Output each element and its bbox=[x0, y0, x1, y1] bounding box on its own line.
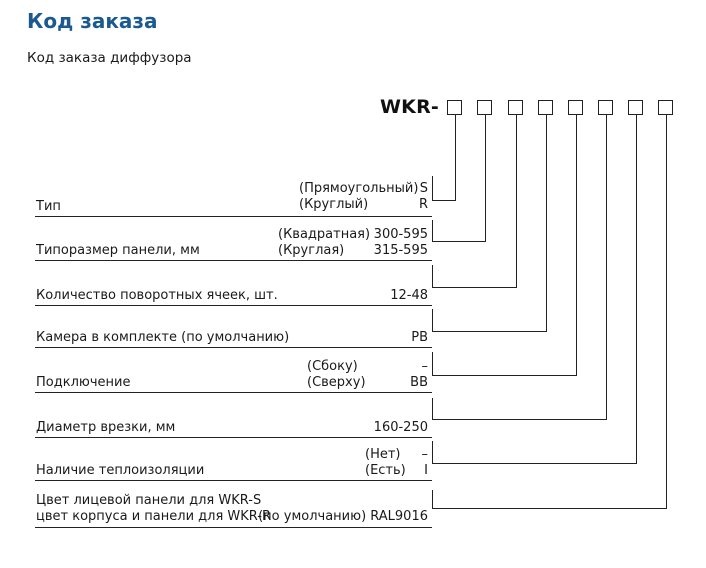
row-label-color-line1: Цвет лицевой панели для WKR-S bbox=[36, 493, 262, 508]
connector-color bbox=[432, 115, 667, 509]
row-label-chamber: Камера в комплекте (по умолчанию) bbox=[36, 330, 290, 345]
row-label-type: Тип bbox=[36, 199, 61, 214]
option-name: (Сверху) bbox=[307, 375, 366, 390]
option-code: S bbox=[419, 181, 428, 196]
row-value-color: (по умолчанию) RAL9016 bbox=[258, 509, 428, 524]
row-value-diameter: 160-250 bbox=[373, 420, 428, 435]
row-label-color-line2: цвет корпуса и панели для WKR-R bbox=[36, 509, 272, 524]
row-value-chamber: PB bbox=[411, 330, 428, 345]
option-code: BB bbox=[410, 375, 428, 390]
code-box-cells bbox=[508, 100, 523, 115]
code-box-type bbox=[447, 100, 462, 115]
code-box-color bbox=[658, 100, 673, 115]
option-name: (Круглый) bbox=[299, 197, 369, 212]
connector-connection bbox=[432, 115, 577, 376]
row-label-cells: Количество поворотных ячеек, шт. bbox=[36, 288, 278, 303]
option-name: (Нет) bbox=[365, 447, 401, 462]
connector-size bbox=[432, 115, 486, 242]
option-name: (Круглая) bbox=[278, 243, 345, 258]
row-label-connection: Подключение bbox=[36, 375, 131, 390]
code-box-chamber bbox=[538, 100, 553, 115]
option-name: (Квадратная) bbox=[278, 227, 371, 242]
row-value-cells: 12-48 bbox=[390, 288, 428, 303]
page-subtitle: Код заказа диффузора bbox=[27, 50, 192, 66]
option-code: – bbox=[421, 359, 429, 374]
row-label-size: Типоразмер панели, мм bbox=[36, 243, 200, 258]
option-code: – bbox=[421, 447, 429, 462]
connector-insulation bbox=[432, 115, 637, 464]
option-name: (Прямоугольный) bbox=[299, 181, 419, 196]
code-prefix: WKR- bbox=[380, 96, 439, 118]
row-label-insulation: Наличие теплоизоляции bbox=[36, 463, 205, 478]
code-box-connection bbox=[568, 100, 583, 115]
connector-type bbox=[432, 115, 456, 201]
option-code: I bbox=[424, 463, 428, 478]
connector-chamber bbox=[432, 115, 547, 332]
code-box-size bbox=[477, 100, 492, 115]
code-box-insulation bbox=[628, 100, 643, 115]
row-label-diameter: Диаметр врезки, мм bbox=[36, 420, 176, 435]
option-code: 315-595 bbox=[373, 243, 428, 258]
connector-diameter bbox=[432, 115, 607, 420]
page-title: Код заказа bbox=[27, 9, 158, 33]
code-box-diameter bbox=[598, 100, 613, 115]
option-code: R bbox=[418, 197, 428, 212]
connector-cells bbox=[432, 115, 517, 288]
option-code: 300-595 bbox=[373, 227, 428, 242]
option-name: (Сбоку) bbox=[307, 359, 358, 374]
option-name: (Есть) bbox=[365, 463, 406, 478]
